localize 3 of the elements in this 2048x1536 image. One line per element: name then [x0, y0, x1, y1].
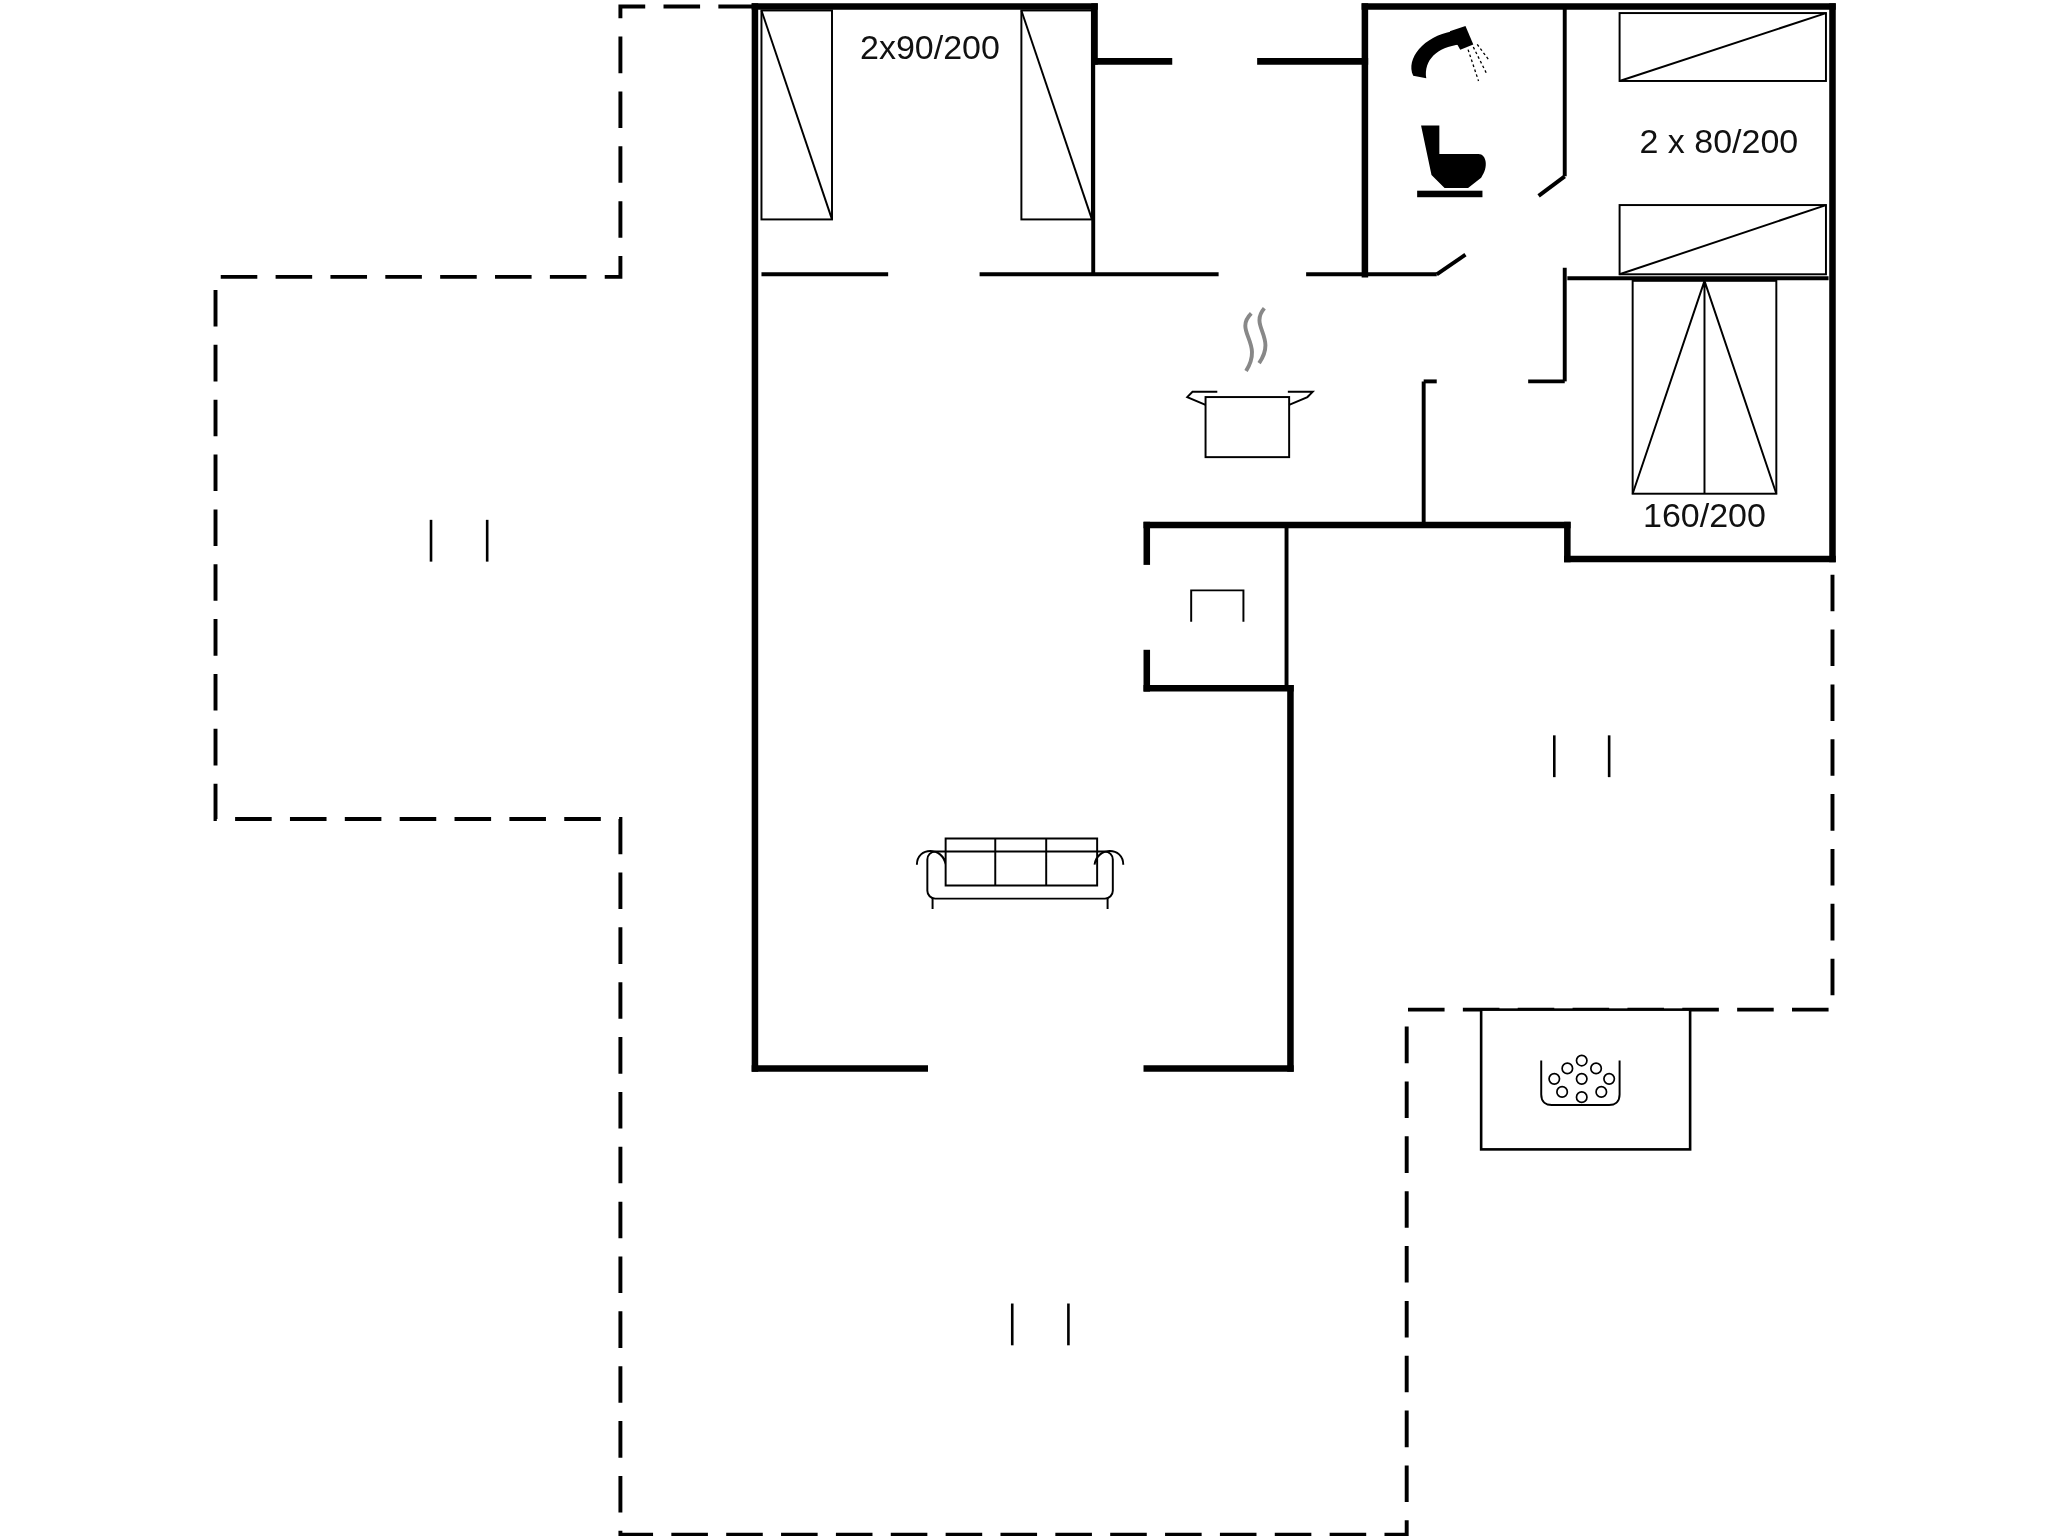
bed-size-label: 2x90/200: [860, 27, 1000, 67]
bed-size-label: 160/200: [1643, 495, 1766, 535]
bed-size-label: 2 x 80/200: [1639, 121, 1799, 161]
